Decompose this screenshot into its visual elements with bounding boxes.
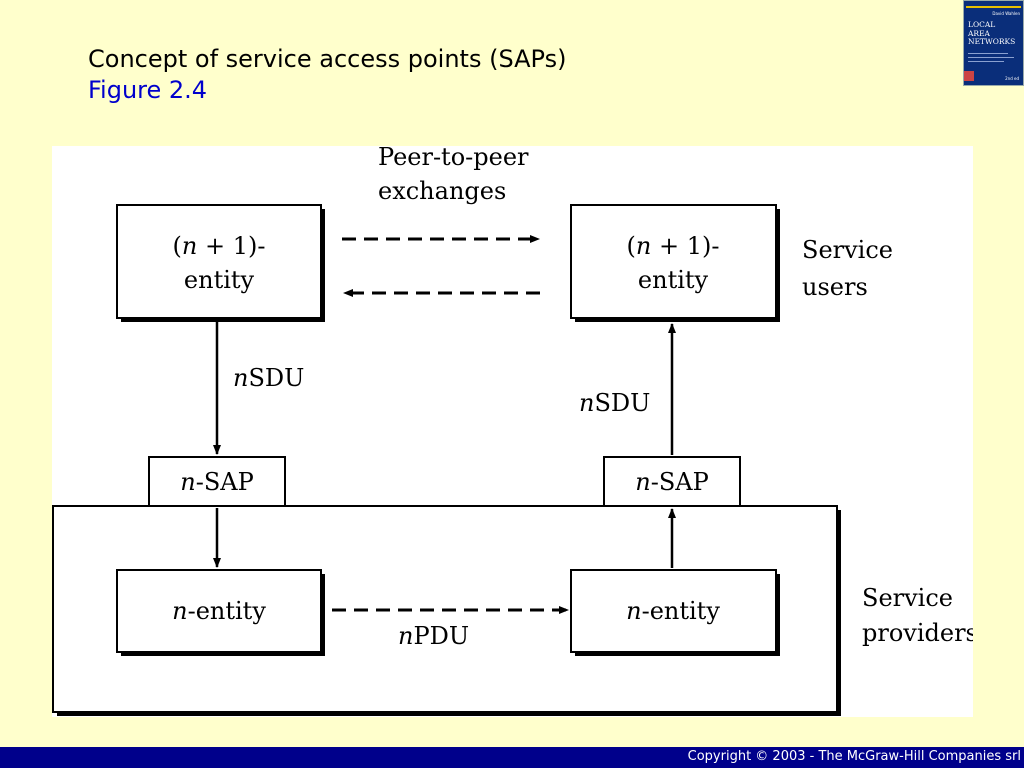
service-providers-line1: Service xyxy=(862,584,953,612)
right-sap-box xyxy=(603,456,741,507)
book-cover-text-line xyxy=(968,57,1014,58)
pdu-label: nPDU xyxy=(398,622,469,650)
service-users-line1: Service xyxy=(802,236,893,264)
right-sap-label: n-SAP xyxy=(635,468,709,496)
book-edition: 2nd ed xyxy=(1005,76,1019,81)
publisher-logo xyxy=(964,71,974,81)
left-sap-label: n-SAP xyxy=(180,468,254,496)
right-sdu-label: nSDU xyxy=(579,389,650,417)
copyright-text: Copyright © 2003 - The McGraw-Hill Compa… xyxy=(687,749,1021,764)
right-upper-entity-box xyxy=(570,204,777,319)
book-author: David Wahlen xyxy=(992,11,1020,16)
right-upper-entity-line1: (n + 1)- xyxy=(627,232,720,260)
diagram-panel: Peer-to-peer exchanges (n + 1)- entity (… xyxy=(52,143,978,717)
slide-title: Concept of service access points (SAPs) xyxy=(88,45,567,73)
service-users-line2: users xyxy=(802,273,868,301)
left-upper-entity-box xyxy=(116,204,322,319)
left-upper-entity-line2: entity xyxy=(184,266,255,294)
left-upper-entity-line1: (n + 1)- xyxy=(173,232,266,260)
slide-subtitle: Figure 2.4 xyxy=(88,76,208,104)
left-sdu-label: nSDU xyxy=(233,364,304,392)
service-providers-line2: providers xyxy=(862,619,973,647)
book-cover-stripe xyxy=(966,6,1021,8)
peer-label-line2: exchanges xyxy=(378,177,506,205)
right-lower-entity-label: n-entity xyxy=(626,597,720,625)
left-lower-entity-box xyxy=(116,569,322,653)
book-cover-text-line xyxy=(968,53,1008,54)
sap-diagram: Peer-to-peer exchanges (n + 1)- entity (… xyxy=(52,143,978,716)
left-sap-box xyxy=(148,456,286,507)
right-lower-entity-box xyxy=(570,569,777,653)
book-cover-thumbnail: David Wahlen LOCAL AREA NETWORKS 2nd ed xyxy=(963,0,1024,86)
book-cover-text-line xyxy=(968,61,1004,62)
right-upper-entity-line2: entity xyxy=(638,266,709,294)
footer-bar: Copyright © 2003 - The McGraw-Hill Compa… xyxy=(0,747,1024,768)
peer-label-line1: Peer-to-peer xyxy=(378,146,529,171)
left-lower-entity-label: n-entity xyxy=(172,597,266,625)
book-title: LOCAL AREA NETWORKS xyxy=(968,20,1016,46)
